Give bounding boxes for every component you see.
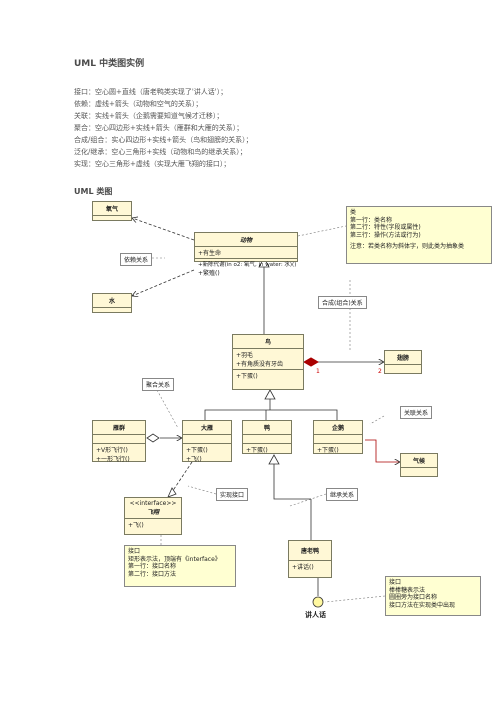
class-operations: +下蛋() +飞() [186, 447, 208, 463]
list-item: 接口：空心圆+直线（唐老鸭类实现了'讲人话'）； [74, 88, 228, 96]
list-item: 关联：实线+箭头（企鹅需要知道气候才迁移）； [74, 112, 224, 120]
class-name: 雁群 [93, 421, 145, 435]
inheritance-triangle [258, 257, 270, 268]
interface-flying[interactable]: <<interface>> 飞翔 +飞() [124, 497, 182, 535]
relationship-list: 接口：空心圆+直线（唐老鸭类实现了'讲人话'）； 依赖：虚线+箭头（动物和空气的… [74, 86, 253, 170]
realization-line [171, 461, 193, 493]
list-item: 合成/组合：实心四边形+实线+箭头（鸟和翅膀的关系）； [74, 136, 253, 144]
class-goose-flock[interactable]: 雁群 +V形飞行() +一形飞行() [92, 420, 146, 463]
list-item: 聚合：空心四边形+实线+箭头（雁群和大雁的关系）； [74, 124, 244, 132]
association-tag: 关联关系 [400, 406, 433, 419]
interface-operation: +飞() [128, 522, 144, 529]
page-title: UML 中类图实例 [74, 59, 145, 69]
multiplicity-left: 1 [316, 368, 320, 375]
class-bird[interactable]: 鸟 +羽毛 +有角质没有牙齿 +下蛋() [232, 334, 304, 390]
class-name: 大雁 [183, 421, 231, 435]
dependency-line-oxygen [132, 218, 195, 241]
lollipop-circle [312, 596, 324, 608]
class-operation: +下蛋() [236, 373, 258, 380]
class-name: 动物 [195, 233, 297, 247]
association-line [365, 439, 400, 462]
class-penguin[interactable]: 企鹅 +下蛋() [313, 420, 363, 454]
class-operations: +V形飞行() +一形飞行() [96, 447, 130, 463]
inheritance-tag: 继承关系 [326, 488, 359, 501]
list-item: 依赖：虚线+箭头（动物和空气的关系）； [74, 100, 203, 108]
class-operation: +下蛋() [246, 447, 268, 454]
multiplicity-right: 2 [378, 368, 382, 375]
dependency-tag: 依赖关系 [120, 253, 153, 266]
class-duck[interactable]: 鸭 +下蛋() [242, 420, 292, 454]
class-name: 唐老鸭 [289, 541, 331, 561]
diagram-title: UML 类图 [74, 187, 113, 196]
class-attributes: +羽毛 +有角质没有牙齿 [233, 349, 303, 370]
class-name: 翅膀 [385, 351, 421, 365]
interface-note: 接口 矩形表示法，顶端有《interface》 第一行：接口名称 第二行：接口方… [124, 545, 236, 587]
class-goose[interactable]: 大雁 +下蛋() +飞() [182, 420, 232, 463]
class-donald-duck[interactable]: 唐老鸭 +讲话() [288, 540, 332, 578]
class-name: 鸟 [233, 335, 303, 349]
class-wing[interactable]: 翅膀 [384, 350, 422, 374]
class-oxygen[interactable]: 氧气 [92, 201, 132, 221]
class-name: 企鹅 [314, 421, 362, 435]
class-animal[interactable]: 动物 +有生命 +新陈代谢(in o2: 氧气, in water: 水)() … [194, 232, 298, 277]
class-operation: +讲话() [292, 564, 314, 571]
class-name: 鸭 [243, 421, 291, 435]
lollipop-note: 接口 棒棒糖表示法 圆圈旁为接口名称 接口方法在实现类中出现 [385, 576, 481, 616]
list-item: 实现：空心三角形+虚线（实现大雁飞翔的接口）； [74, 160, 231, 168]
class-attribute: +有生命 [195, 247, 297, 259]
class-name: 气候 [401, 454, 437, 468]
dependency-line-water [132, 269, 195, 296]
lollipop-interface-label: 讲人话 [305, 611, 326, 619]
class-operation: +下蛋() [317, 447, 339, 454]
list-item: 泛化/继承：空心三角形+实线（动物和鸟的继承关系）； [74, 148, 247, 156]
class-name: 氧气 [93, 202, 131, 216]
interface-header: <<interface>> 飞翔 [125, 498, 181, 519]
aggregation-tag: 聚合关系 [142, 378, 175, 391]
class-note: 类 第一行：类名称 第二行：特性(字段或属性) 第三行：操作(方法或行为) 注意… [346, 206, 492, 264]
class-name: 水 [93, 294, 131, 308]
realization-tag: 实现接口 [216, 488, 249, 501]
class-climate[interactable]: 气候 [400, 453, 438, 477]
composition-tag: 合成(组合)关系 [318, 296, 367, 309]
class-operations: +新陈代谢(in o2: 氧气, in water: 水)() +繁殖() [198, 262, 297, 277]
class-water[interactable]: 水 [92, 293, 132, 313]
